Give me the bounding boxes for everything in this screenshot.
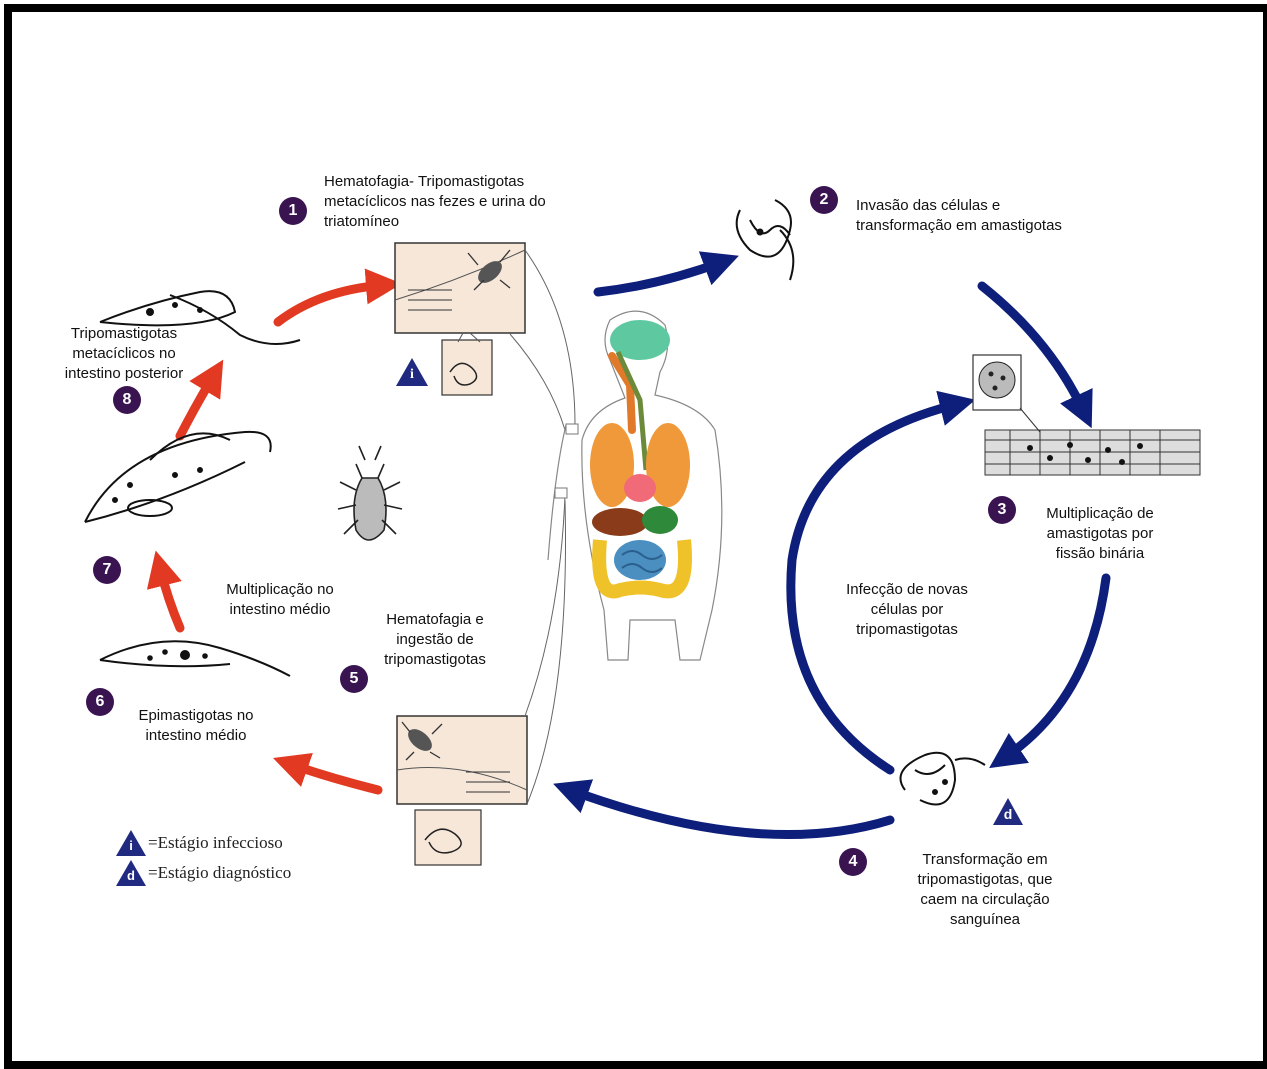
step-badge-7: 7 <box>93 556 121 584</box>
heart <box>624 474 656 502</box>
human-figure <box>548 311 722 660</box>
arrow-1-to-2 <box>598 262 722 292</box>
step-label-4: Transformação em tripomastigotas, que ca… <box>905 850 1065 930</box>
reinfection-label: Infecção de novas células por tripomasti… <box>828 580 986 640</box>
legend-diagnostic-text: =Estágio diagnóstico <box>148 862 291 884</box>
legend: i =Estágio infeccioso d =Estágio diagnós… <box>116 830 356 890</box>
step-badge-6: 6 <box>86 688 114 716</box>
parasite-stage-2 <box>737 200 794 280</box>
step-badge-8: 8 <box>113 386 141 414</box>
small-intestine <box>614 540 666 580</box>
step-label-1: Hematofagia- Tripomastigotas metacíclico… <box>324 172 584 232</box>
step-badge-5: 5 <box>340 665 368 693</box>
arrow-8-to-1 <box>278 285 384 322</box>
step-badge-1: 1 <box>279 197 307 225</box>
bite-panel-bottom <box>397 716 527 865</box>
step-label-6: Epimastigotas no intestino médio <box>126 706 266 746</box>
legend-infective-symbol: i <box>116 830 146 856</box>
legend-diagnostic-row: d =Estágio diagnóstico <box>116 860 356 886</box>
arrow-6-to-7 <box>160 568 180 628</box>
parasite-stage-7 <box>85 432 271 522</box>
legend-infective-row: i =Estágio infeccioso <box>116 830 356 856</box>
step-label-5: Hematofagia e ingestão de tripomastigota… <box>372 610 498 670</box>
step-badge-3: 3 <box>988 496 1016 524</box>
step-label-2: Invasão das células e transformação em a… <box>856 196 1096 236</box>
step-label-8: Tripomastigotas metacíclicos no intestin… <box>50 324 198 384</box>
step-label-3: Multiplicação de amastigotas por fissão … <box>1030 504 1170 564</box>
arrow-3-to-4 <box>1004 578 1106 758</box>
legend-diagnostic-symbol: d <box>116 860 146 886</box>
triatomine-bug <box>338 446 402 540</box>
arrow-5-to-6 <box>290 764 378 790</box>
diagnostic-stage-marker: d <box>993 798 1023 825</box>
arrow-7-to-8 <box>180 375 214 436</box>
step-badge-2: 2 <box>810 186 838 214</box>
arrow-4-to-5 <box>570 790 890 835</box>
parasite-stage-6 <box>100 641 290 676</box>
parasite-stage-4 <box>901 753 986 805</box>
legend-infective-text: =Estágio infeccioso <box>148 832 283 854</box>
step-label-7: Multiplicação no intestino médio <box>210 580 350 620</box>
liver <box>592 508 648 536</box>
infective-stage-marker: i <box>396 358 428 386</box>
step-badge-4: 4 <box>839 848 867 876</box>
stomach <box>642 506 678 534</box>
